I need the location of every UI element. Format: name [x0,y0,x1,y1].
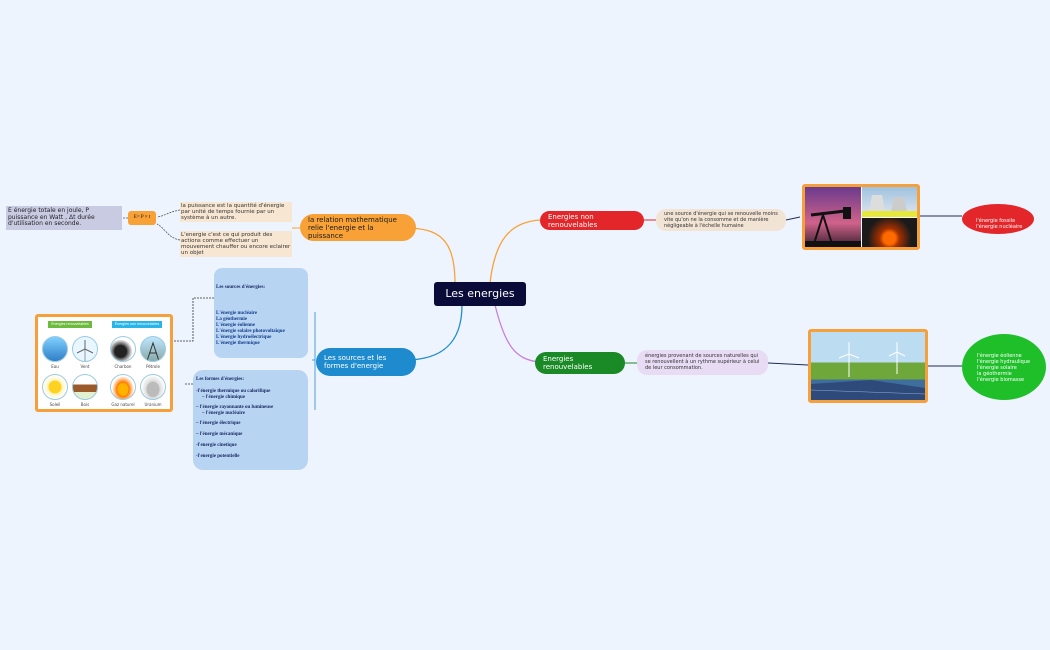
formula-label: E= P × t [133,215,151,220]
nonrenewable-tag: Énergies non renouvelables [112,321,162,328]
examples-non-renouvelables[interactable]: l'énergie fossile l'énergie nucléaire [962,204,1034,234]
source-item: L'énergie éolienne [216,323,256,328]
form-item: – l'énergie rayonnante ou lumineuse [196,405,274,410]
coal-icon [110,336,136,362]
forms-title: Les formes d'énergies: [196,377,245,382]
branch-renouvelables[interactable]: Energies renouvelables [535,352,625,374]
uranium-icon [140,374,166,400]
water-icon [42,336,68,362]
form-item: – l'énergie chimique [202,395,246,400]
form-item: – l'énergie électrique [196,421,241,426]
branch-non-renouvelables-label: Energies non renouvelables [548,212,598,229]
form-item: -l'energie cinetique [196,443,237,448]
form-item: -l'energie potentielle [196,454,240,459]
form-item: – l'énergie mécanique [196,432,243,437]
formula-node[interactable]: E= P × t [128,211,156,225]
icon-label: Vent [80,364,90,369]
definition-non-renouvelables[interactable]: une source d'énergie qui se renouvelle m… [656,209,786,231]
icon-label: Bois [80,402,90,407]
branch-sources-label: Les sources et les formes d'energie [324,354,387,370]
sources-list[interactable]: Les sources d'énergies: L'énergie nucléa… [214,268,308,358]
gas-flame-icon [110,374,136,400]
coal-fire-photo [862,218,917,247]
icon-label: Pétrole [146,364,160,369]
source-item: L'énergie hydroélectrique [216,335,272,340]
wind-solar-photo [811,332,925,400]
fossil-energy-image[interactable] [802,184,920,250]
form-item: – l'énergie nucléaire [202,411,245,416]
icon-label: Uranium [144,402,162,407]
note-energie[interactable]: L'energie c'est ce qui produit des actio… [180,231,292,257]
branch-relation-mathematique[interactable]: la relation mathematique relie l'energie… [300,214,416,241]
branch-relation-label: la relation mathematique relie l'energie… [308,215,397,240]
sources-title: Les sources d'énergies: [216,285,266,290]
central-topic-label: Les energies [445,287,515,300]
sun-icon [42,374,68,400]
note-legend[interactable]: E énergie totale en joule, P puissance e… [6,206,122,230]
icon-label: Soleil [49,402,61,407]
energy-sources-image[interactable]: Énergies renouvelables Énergies non reno… [35,314,173,412]
oil-pump-photo [805,187,861,247]
branch-renouvelables-label: Energies renouvelables [543,355,593,371]
definition-renouvelables[interactable]: énergies provenant de sources naturelles… [637,350,768,375]
examples-renouvelables[interactable]: l'énergie éolienne l'énergie hydraulique… [962,334,1046,400]
source-item: La géothermie [216,317,247,322]
icon-label: Charbon [114,364,132,369]
renewable-energy-image[interactable] [808,329,928,403]
icon-label: Gaz naturel [111,402,135,407]
cooling-towers-photo [862,187,917,217]
source-item: L'énergie solaire photovoltaïque [216,329,285,334]
form-item: -l'énergie thermique ou calorifique [196,389,271,394]
central-topic[interactable]: Les energies [434,282,526,306]
source-item: L'énergie thermique [216,341,260,346]
forms-list[interactable]: Les formes d'énergies: -l'énergie thermi… [193,370,308,470]
wood-icon [72,374,98,400]
renewable-tag: Énergies renouvelables [48,321,92,328]
note-puissance[interactable]: la puissance est la quantité d'énergie p… [180,202,292,222]
source-item: L'énergie nucléaire [216,311,258,316]
oil-icon [140,336,166,362]
branch-sources-formes[interactable]: Les sources et les formes d'energie [316,348,416,376]
icon-label: Eau [51,364,59,369]
branch-non-renouvelables[interactable]: Energies non renouvelables [540,211,644,230]
wind-icon [72,336,98,362]
